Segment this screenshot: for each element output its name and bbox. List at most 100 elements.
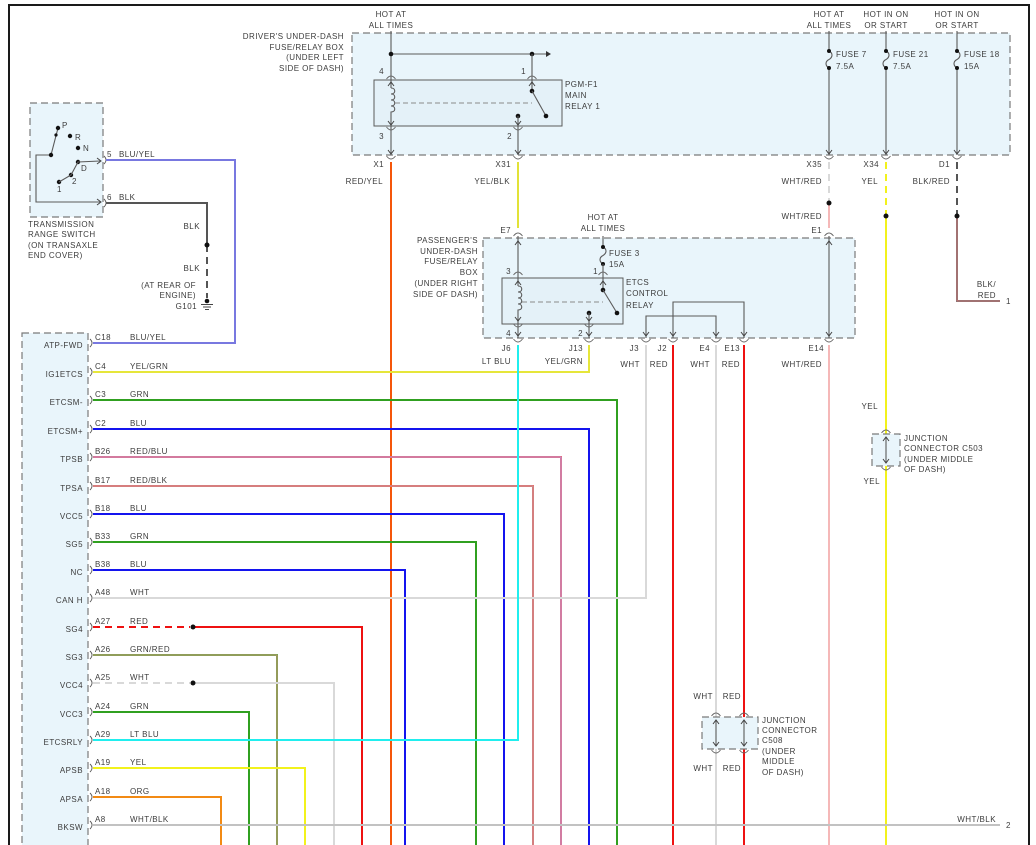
wire-color-label: WHT/RED — [782, 177, 822, 186]
wire-color-label: RED — [722, 360, 740, 369]
pin-connector-icon — [89, 452, 93, 462]
ecm-pin-label: C2 — [95, 419, 106, 428]
ecm-pin-label: C4 — [95, 362, 106, 371]
wire-color-label: RED — [130, 617, 148, 626]
fuse-rating: 7.5A — [836, 62, 854, 71]
switch-label: TRANSMISSION — [28, 220, 94, 229]
relay-pin-label: 2 — [507, 132, 512, 141]
drive-contact-line — [58, 160, 101, 183]
junction-connector-c508: WHT RED WHT RED JUNCTION CONNECTOR C508 … — [693, 692, 817, 777]
relay-pin-label: 3 — [379, 132, 384, 141]
junction-label: MIDDLE — [762, 757, 795, 766]
wire-sg4 — [193, 626, 363, 845]
wire-vcc5 — [93, 513, 505, 845]
ecm-box — [21, 332, 89, 845]
position-label: 1 — [57, 185, 62, 194]
driver-box-label: (UNDER LEFT — [286, 53, 344, 62]
pin-connector-icon — [89, 537, 93, 547]
pin-connector-icon — [89, 735, 93, 745]
ecm-signal-name: ETCSM+ — [48, 427, 83, 436]
ecm-signal-name: APSB — [60, 766, 83, 775]
relay-name: RELAY 1 — [565, 102, 600, 111]
ecm-signal-name: VCC5 — [60, 512, 83, 521]
splice-dot — [190, 680, 196, 686]
wire-color-label: GRN — [130, 532, 149, 541]
wire-color-label: YEL/GRN — [545, 357, 583, 366]
fuse-name: FUSE 3 — [609, 249, 640, 258]
connector-x1: X1 — [373, 160, 384, 169]
wire-color-label: BLK — [184, 264, 201, 273]
wire-color-label: BLK/ — [977, 280, 996, 289]
driver-wire-labels: RED/YEL YEL/BLK WHT/RED WHT/RED YEL BLK/… — [346, 177, 1011, 830]
junction-label: JUNCTION — [904, 434, 948, 443]
ecm-pin-label: A8 — [95, 815, 106, 824]
ecm-pin-label: A18 — [95, 787, 111, 796]
switch-label: RANGE SWITCH — [28, 230, 96, 239]
fuse-18: FUSE 18 15A — [953, 31, 1000, 155]
ecm-pin-label: B38 — [95, 560, 111, 569]
fuse-name: FUSE 7 — [836, 50, 867, 59]
passenger-box-label: FUSE/RELAY — [424, 257, 478, 266]
switch-tip-dot — [543, 113, 549, 119]
connector-j13: J13 — [569, 344, 583, 353]
switch-pin-label: 6 — [107, 193, 112, 202]
wire-ig1etcs — [93, 345, 590, 373]
wire-color-label: WHT — [130, 588, 150, 597]
continuation-ref: 2 — [1006, 821, 1011, 830]
relay-pin-label: 2 — [578, 329, 583, 338]
supply-label: HOT IN ON — [934, 10, 979, 19]
connector-e1: E1 — [811, 226, 822, 235]
connector-j3: J3 — [630, 344, 639, 353]
splice-dot — [883, 213, 889, 219]
switch-label: (ON TRANSAXLE — [28, 241, 98, 250]
wire-color-label: RED — [723, 764, 741, 773]
relay-pin-label: 1 — [593, 267, 598, 276]
wire-vcc4 — [193, 682, 335, 845]
splice-dot — [388, 51, 394, 57]
fuse-icon — [953, 50, 961, 69]
wire-sg5 — [93, 541, 477, 845]
supply-label: ALL TIMES — [807, 21, 852, 30]
pin-connector-icon — [89, 792, 93, 802]
wire-color-label: GRN — [130, 390, 149, 399]
fuse-name: FUSE 21 — [893, 50, 929, 59]
ecm-signal-name: NC — [71, 568, 83, 577]
relay-switch-arm — [602, 289, 618, 314]
ecm-signal-name: SG4 — [66, 625, 83, 634]
ecm-pin-label: A27 — [95, 617, 111, 626]
ecm-row: SG4 A27 RED — [66, 617, 148, 634]
relay-pin-label: 4 — [379, 67, 384, 76]
wire-vcc3 — [93, 711, 250, 845]
wire-etcsm-minus — [93, 399, 618, 845]
ecm-signal-name: ATP-FWD — [44, 341, 83, 350]
ecm-signal-name: IG1ETCS — [46, 370, 83, 379]
splice-dot — [954, 213, 960, 219]
wire-etcsrly — [93, 345, 519, 741]
connector-j2: J2 — [658, 344, 667, 353]
supply-label: ALL TIMES — [369, 21, 414, 30]
driver-box-connectors: X1 X31 X35 X34 D1 — [373, 149, 962, 169]
junction-connector-c503: YEL YEL JUNCTION CONNECTOR C503 (UNDER M… — [862, 402, 983, 486]
wire-color-label: BLU/YEL — [119, 150, 155, 159]
fuse-rating: 15A — [609, 260, 625, 269]
ecm-signal-name: ETCSRLY — [44, 738, 84, 747]
jumper-j2-e13 — [672, 301, 745, 338]
wire-can-h — [93, 345, 647, 599]
etcs-relay-body — [501, 277, 624, 325]
ecm-signal-name: BKSW — [58, 823, 83, 832]
fuse-name: FUSE 18 — [964, 50, 1000, 59]
relay-switch-arm — [531, 90, 547, 117]
wire-color-label: WHT — [620, 360, 640, 369]
ecm-pin-label: C3 — [95, 390, 106, 399]
ecm-signal-name: SG5 — [66, 540, 83, 549]
